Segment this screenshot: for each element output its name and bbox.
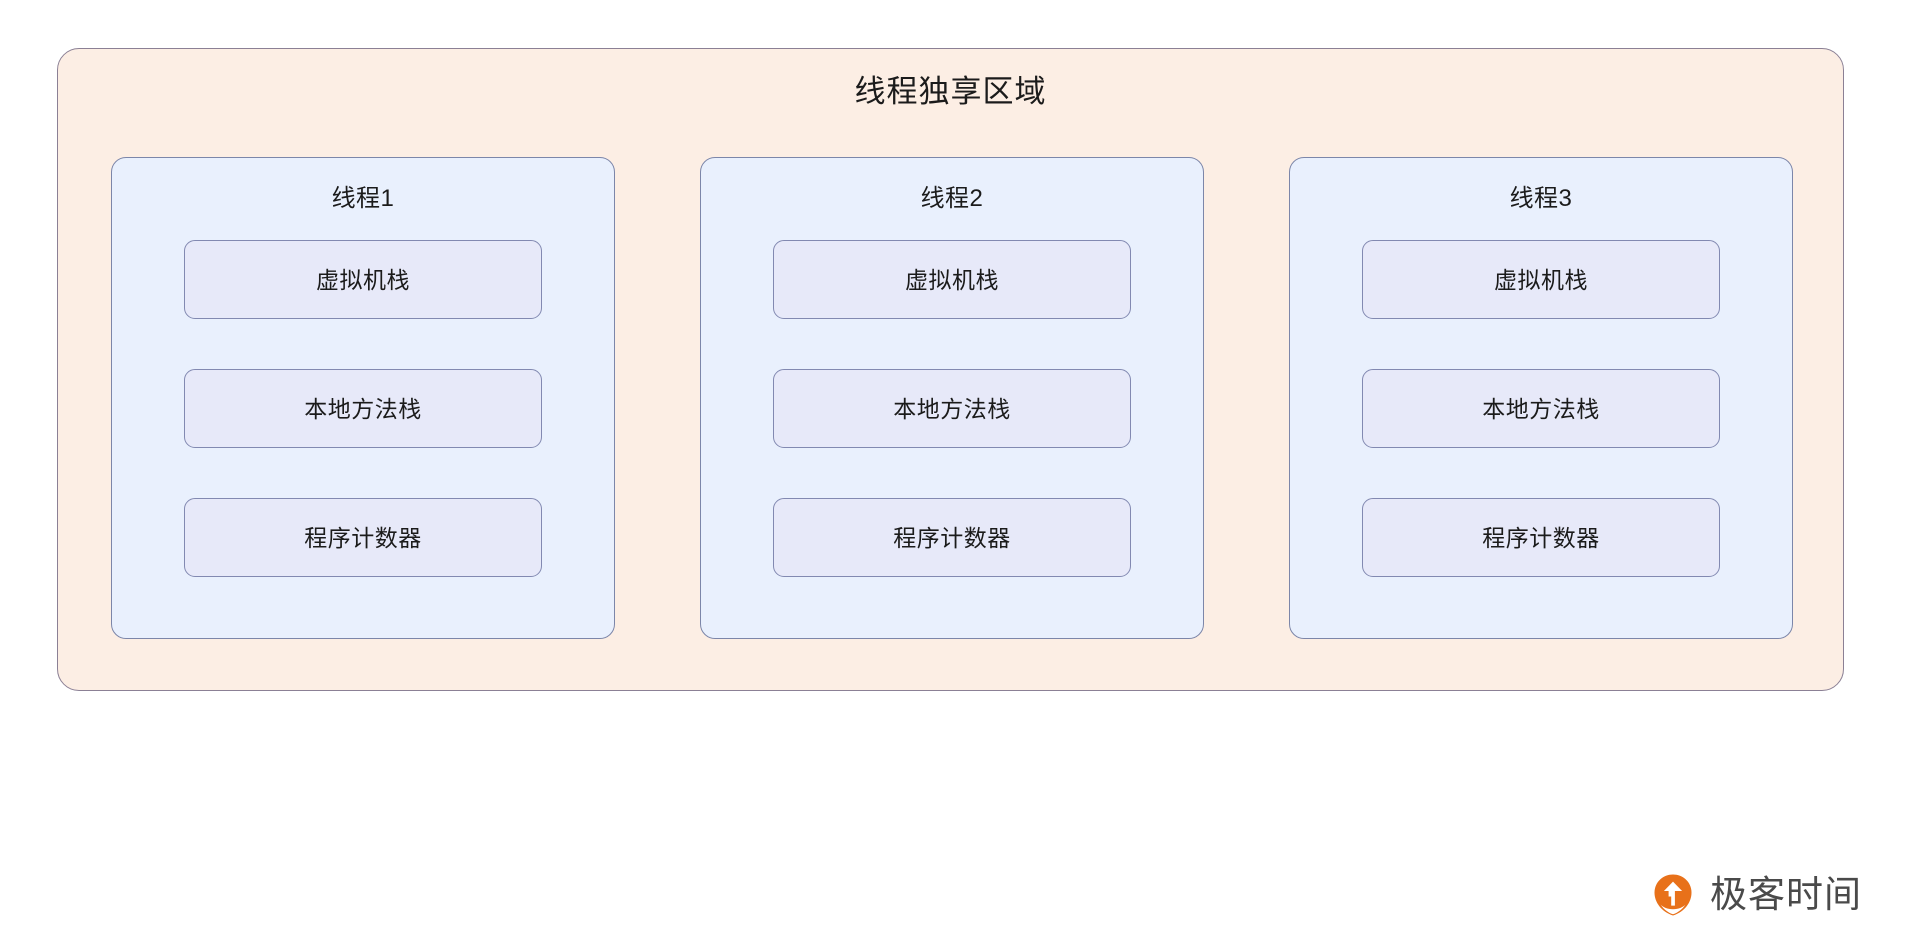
thread-title-1: 线程1: [331, 185, 395, 212]
memory-box-label: 程序计数器: [893, 524, 1011, 551]
thread-slots-3: 虚拟机栈 本地方法栈 程序计数器: [1290, 240, 1792, 577]
thread-title-2: 线程2: [920, 185, 984, 212]
brand-name: 极客时间: [1710, 874, 1862, 915]
memory-box-label: 本地方法栈: [304, 395, 422, 422]
thread-slots-1: 虚拟机栈 本地方法栈 程序计数器: [112, 240, 614, 577]
thread-slots-2: 虚拟机栈 本地方法栈 程序计数器: [701, 240, 1203, 577]
memory-box-vm-stack-2[interactable]: 虚拟机栈: [773, 240, 1131, 319]
region-title: 线程独享区域: [854, 74, 1047, 109]
memory-box-vm-stack-3[interactable]: 虚拟机栈: [1362, 240, 1720, 319]
brand-watermark: 极客时间: [1650, 872, 1862, 918]
thread-box-3[interactable]: 线程3 虚拟机栈 本地方法栈 程序计数器: [1289, 157, 1793, 639]
thread-box-1[interactable]: 线程1 虚拟机栈 本地方法栈 程序计数器: [111, 157, 615, 639]
memory-box-program-counter-1[interactable]: 程序计数器: [184, 498, 542, 577]
memory-box-label: 本地方法栈: [1482, 395, 1600, 422]
memory-box-native-method-stack-1[interactable]: 本地方法栈: [184, 369, 542, 448]
memory-box-label: 虚拟机栈: [905, 266, 999, 293]
memory-box-vm-stack-1[interactable]: 虚拟机栈: [184, 240, 542, 319]
memory-box-label: 虚拟机栈: [1494, 266, 1588, 293]
memory-box-label: 本地方法栈: [893, 395, 1011, 422]
memory-box-program-counter-2[interactable]: 程序计数器: [773, 498, 1131, 577]
memory-box-program-counter-3[interactable]: 程序计数器: [1362, 498, 1720, 577]
memory-box-native-method-stack-2[interactable]: 本地方法栈: [773, 369, 1131, 448]
memory-box-label: 程序计数器: [1482, 524, 1600, 551]
geektime-logo-icon: [1650, 872, 1696, 918]
thread-box-2[interactable]: 线程2 虚拟机栈 本地方法栈 程序计数器: [700, 157, 1204, 639]
thread-title-3: 线程3: [1509, 185, 1573, 212]
threads-row: 线程1 虚拟机栈 本地方法栈 程序计数器 线程2: [111, 157, 1793, 639]
memory-box-native-method-stack-3[interactable]: 本地方法栈: [1362, 369, 1720, 448]
memory-box-label: 程序计数器: [304, 524, 422, 551]
thread-private-region: 线程独享区域 线程1 虚拟机栈 本地方法栈 程序计数器: [57, 48, 1844, 691]
memory-box-label: 虚拟机栈: [316, 266, 410, 293]
